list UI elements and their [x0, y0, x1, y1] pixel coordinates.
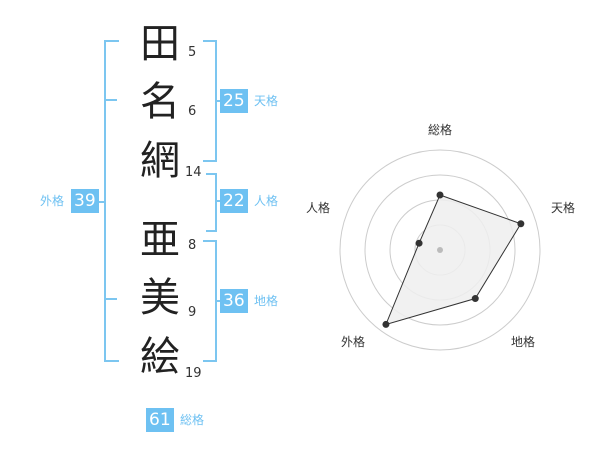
radar-points: [382, 191, 525, 328]
name-char-5: 美: [140, 275, 180, 321]
name-char-2: 名: [140, 79, 180, 125]
stroke-count-4: 8: [188, 238, 197, 253]
name-char-4: 亜: [140, 217, 180, 263]
radar-point-1: [436, 191, 444, 199]
bracket-tick: [216, 200, 222, 202]
radar-label-chikaku: 地格: [511, 334, 535, 349]
radar-label-tenkaku: 天格: [551, 200, 575, 215]
bracket-tick: [104, 298, 117, 300]
chikaku-label: 地格: [254, 294, 279, 308]
stroke-count-1: 5: [188, 45, 197, 60]
stroke-count-2: 6: [188, 104, 197, 119]
chikaku-value: 36: [220, 289, 248, 313]
radar-ring-3: [364, 174, 516, 326]
radar-point-4: [382, 320, 390, 328]
tenkaku-label: 天格: [254, 94, 279, 108]
gaikaku-bracket: [104, 40, 119, 362]
bracket-tick: [104, 99, 117, 101]
radar-polygon: [385, 194, 522, 326]
radar-label-gaikaku: 外格: [341, 334, 365, 349]
radar-point-3: [471, 295, 479, 303]
soukaku-label: 総格: [180, 413, 205, 427]
name-char-1: 田: [140, 21, 180, 67]
bracket-tick: [216, 300, 222, 302]
radar-label-jinkaku: 人格: [306, 200, 330, 215]
radar-point-5: [415, 239, 423, 247]
radar-point-2: [517, 220, 525, 228]
gaikaku-value: 39: [71, 189, 99, 213]
radar-ring-4: [339, 149, 541, 351]
name-char-3: 網: [140, 138, 180, 184]
radar-center: [437, 247, 443, 253]
radar-label-soukaku: 総格: [428, 122, 452, 137]
jinkaku-bracket: [206, 173, 217, 232]
bracket-tick: [96, 201, 105, 203]
tenkaku-value: 25: [220, 89, 248, 113]
jinkaku-value: 22: [220, 189, 248, 213]
stroke-count-3: 14: [185, 165, 202, 180]
gaikaku-label: 外格: [40, 194, 65, 208]
stroke-count-6: 19: [185, 366, 202, 381]
bracket-tick: [216, 100, 222, 102]
stroke-count-5: 9: [188, 305, 197, 320]
jinkaku-label: 人格: [254, 194, 279, 208]
name-char-6: 絵: [140, 334, 180, 380]
soukaku-value: 61: [146, 408, 174, 432]
